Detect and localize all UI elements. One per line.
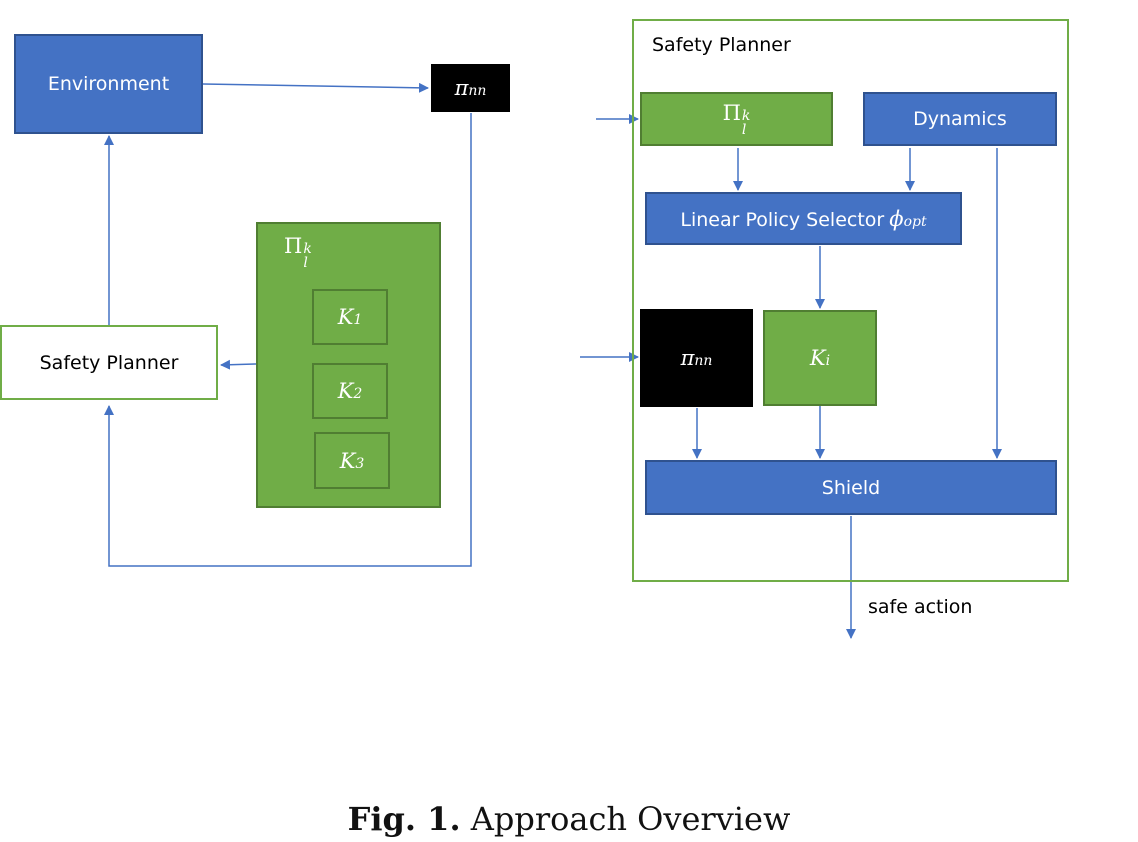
safety-planner-title: Safety Planner <box>652 34 791 56</box>
safe-action-label: safe action <box>868 596 973 618</box>
environment-box: Environment <box>14 34 203 134</box>
dynamics-box: Dynamics <box>863 92 1057 146</box>
environment-label: Environment <box>47 73 170 95</box>
safety-planner-container <box>632 19 1069 582</box>
safety-planner-label-left: Safety Planner <box>39 351 179 374</box>
arrow-environment-to-pinn <box>202 82 429 93</box>
arrow-pinn-to-safety-planner <box>104 113 472 567</box>
figure-caption: Fig. 1. Approach Overview <box>0 800 1138 838</box>
figure-title: Approach Overview <box>470 800 791 838</box>
arrow-policyset-to-safety-planner <box>220 359 257 370</box>
shield-box: Shield <box>645 460 1057 515</box>
dynamics-label: Dynamics <box>913 108 1007 130</box>
shield-label: Shield <box>821 476 881 499</box>
safety-planner-box-left: Safety Planner <box>0 325 218 400</box>
figure-number: Fig. 1. <box>347 800 461 838</box>
